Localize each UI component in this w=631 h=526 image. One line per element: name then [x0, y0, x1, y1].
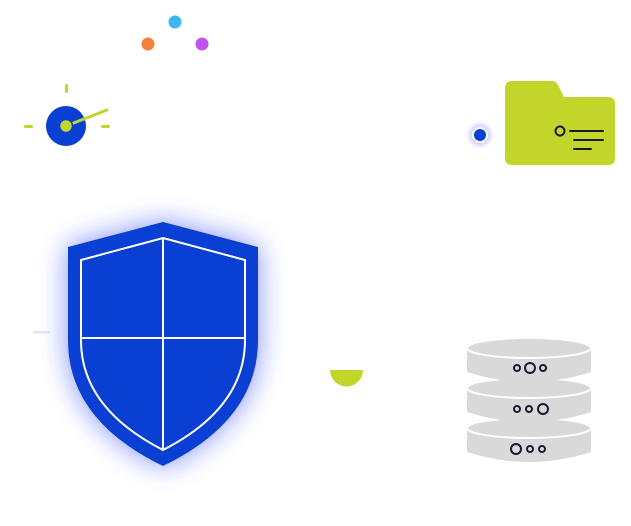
- database-disk-top: [466, 337, 592, 382]
- purple-dot: [195, 37, 209, 51]
- orange-dot: [141, 37, 155, 51]
- folder-settings-icon: [505, 81, 615, 165]
- shield-icon: [68, 222, 258, 466]
- gauge-icon: [24, 84, 110, 146]
- database-disk-middle: [466, 377, 592, 422]
- database-icon: [466, 337, 592, 462]
- three-dots-icon: [141, 15, 209, 51]
- half-circle-icon: [330, 370, 363, 387]
- database-disk-bottom: [466, 417, 592, 462]
- cyan-dot: [168, 15, 182, 29]
- radio-dot-icon: [469, 124, 491, 146]
- dash-mark: [33, 331, 50, 334]
